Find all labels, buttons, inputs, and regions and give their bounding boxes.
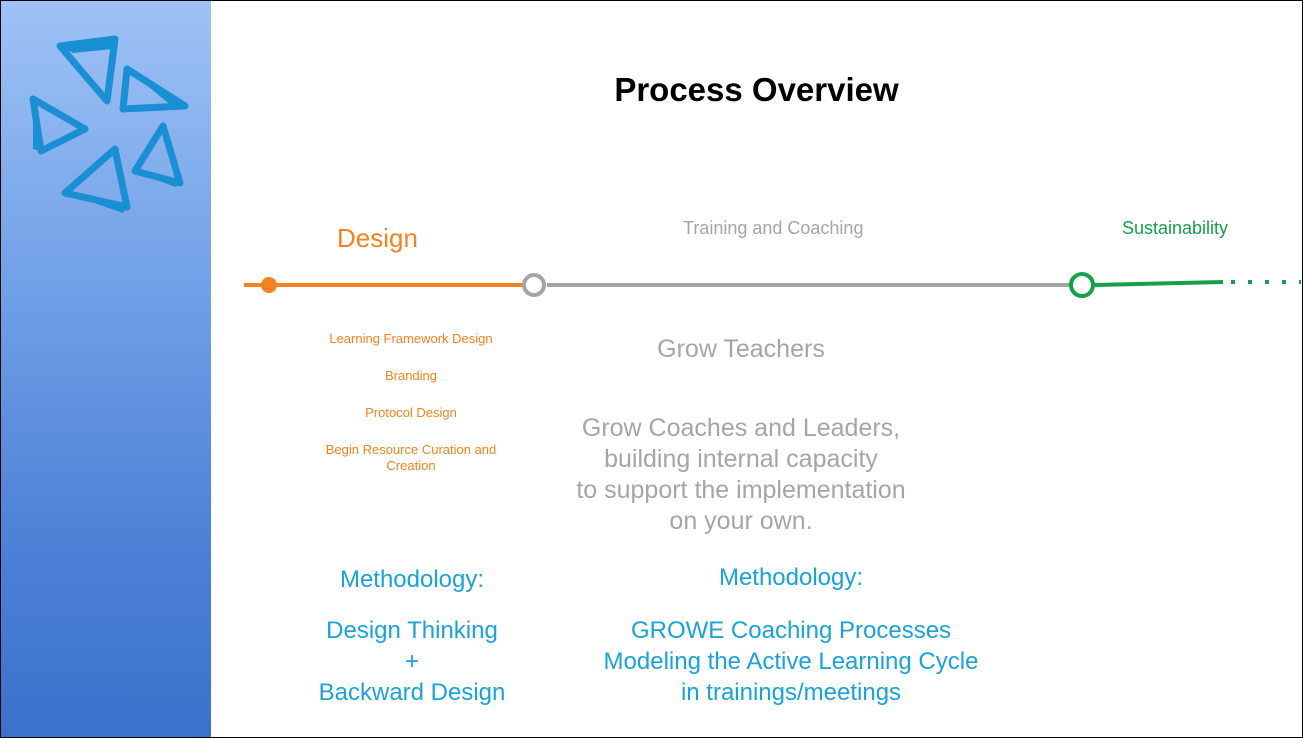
timeline-sustainability-segment — [1094, 280, 1224, 287]
methodology-line: + — [404, 648, 419, 675]
phase-design-label: Design — [337, 223, 418, 253]
grow-coaches-text: Grow Coaches and Leaders, building inter… — [561, 413, 921, 537]
grow-coaches-line: Grow Coaches and Leaders, — [581, 414, 901, 442]
design-item: Protocol Design — [365, 405, 457, 420]
methodology-training-body: GROWE Coaching Processes Modeling the Ac… — [561, 615, 1021, 708]
grow-coaches-line: on your own. — [669, 507, 813, 535]
timeline-training-node — [522, 273, 546, 297]
phase-sustainability-label: Sustainability — [1122, 218, 1229, 238]
design-item: Learning Framework Design — [329, 331, 493, 346]
phase-training-label: Training and Coaching — [683, 218, 864, 238]
star-logo-icon — [29, 35, 189, 213]
methodology-line: Design Thinking — [326, 617, 498, 644]
page-title: Process Overview — [614, 71, 899, 108]
methodology-design-body: Design Thinking + Backward Design — [267, 615, 557, 708]
design-item: Branding — [384, 368, 438, 383]
design-item: Begin Resource Curation and Creation — [325, 442, 497, 473]
methodology-design-heading: Methodology: — [339, 566, 485, 593]
methodology-line: GROWE Coaching Processes — [630, 617, 952, 644]
timeline-sustainability-node — [1069, 272, 1095, 298]
timeline-design-node — [261, 277, 277, 293]
methodology-training-heading: Methodology: — [718, 564, 864, 591]
grow-teachers-text: Grow Teachers — [657, 335, 825, 363]
methodology-line: Modeling the Active Learning Cycle — [603, 648, 979, 675]
methodology-line: Backward Design — [318, 679, 506, 706]
design-items-list: Learning Framework Design Branding Proto… — [291, 331, 531, 495]
grow-coaches-line: building internal capacity — [604, 445, 878, 473]
grow-coaches-line: to support the implementation — [576, 476, 906, 504]
sidebar — [1, 1, 211, 737]
methodology-line: in trainings/meetings — [680, 679, 902, 706]
